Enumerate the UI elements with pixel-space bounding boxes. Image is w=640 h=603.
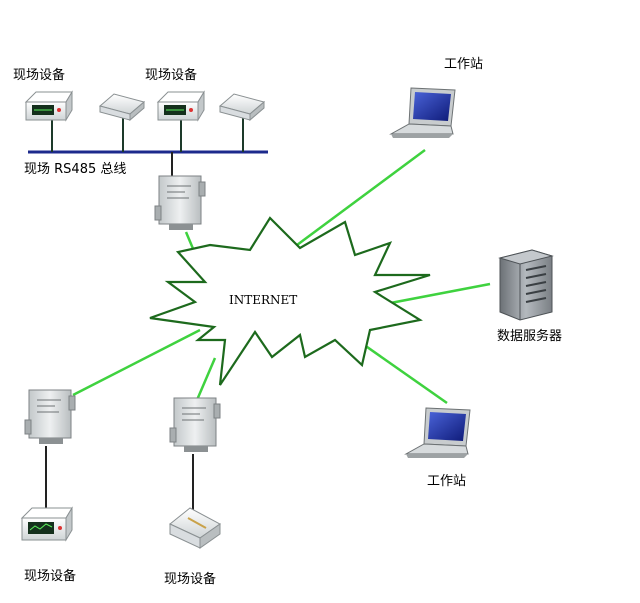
serial-converter-icon — [169, 397, 221, 452]
rs485-bus-label: 现场 RS485 总线 — [24, 162, 127, 177]
network-links — [72, 148, 491, 405]
workstation-label: 工作站 — [444, 57, 484, 72]
server-label: 数据服务器 — [497, 329, 563, 344]
serial-converter-icon — [154, 175, 206, 230]
link-workstation-top — [296, 148, 426, 247]
field-device-label: 现场设备 — [145, 68, 198, 83]
internet-cloud — [149, 216, 431, 386]
field-device-display-icon — [20, 506, 73, 542]
field-device-display-icon — [24, 90, 73, 122]
field-device-label: 现场设备 — [24, 569, 77, 584]
rs485-bus — [28, 118, 268, 178]
serial-converter-icon — [24, 389, 76, 444]
link-converter-mid — [195, 357, 217, 401]
field-device-plain-icon — [218, 93, 266, 122]
link-server — [379, 282, 491, 307]
field-device-display-icon — [156, 90, 205, 122]
link-converter-left — [72, 328, 201, 397]
field-device-plain-icon — [98, 93, 146, 122]
field-device-label: 现场设备 — [13, 68, 66, 83]
workstation-label: 工作站 — [427, 474, 467, 489]
field-device-label: 现场设备 — [164, 572, 217, 587]
field-device-plain-icon — [169, 507, 221, 549]
laptop-icon — [389, 87, 456, 138]
internet-label: INTERNET — [229, 293, 298, 307]
server-icon — [498, 249, 554, 321]
laptop-icon — [404, 407, 471, 458]
